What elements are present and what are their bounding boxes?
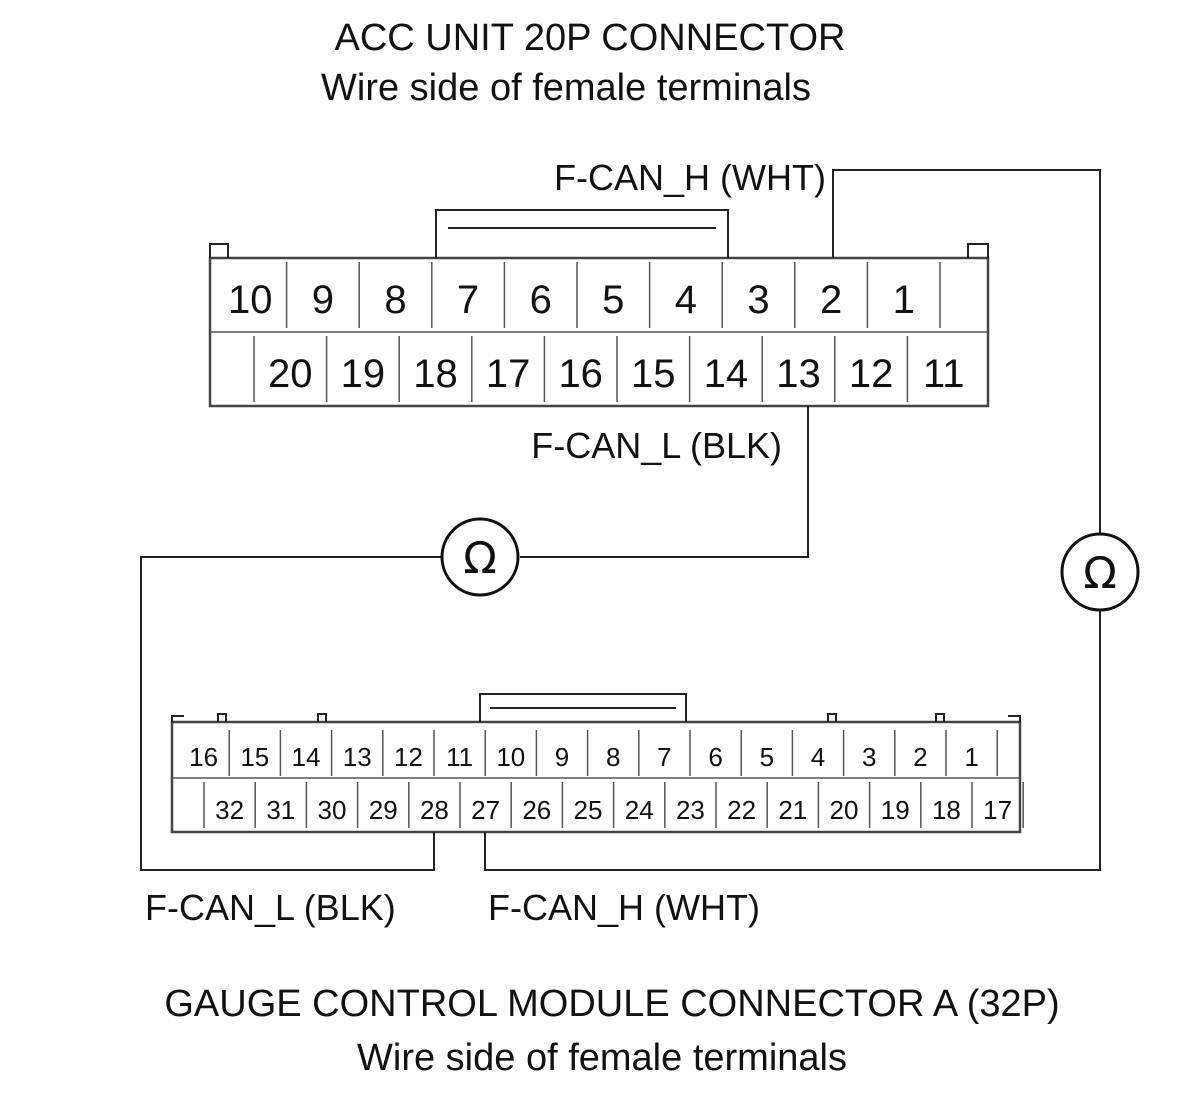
top-connector-title: ACC UNIT 20P CONNECTOR <box>335 17 846 59</box>
acc-pin-19: 19 <box>341 352 386 396</box>
acc-pin-1: 1 <box>893 278 915 322</box>
gauge-pin-4: 4 <box>811 742 825 772</box>
gauge-pin-7: 7 <box>657 742 671 772</box>
wire-fcan-l-bottom <box>140 556 442 871</box>
gauge-pin-29: 29 <box>369 795 398 825</box>
gauge-connector-latch <box>479 693 687 722</box>
gauge-cells <box>203 730 1024 828</box>
ohmmeter-left-circle <box>440 517 520 597</box>
wire-fcan-h-top <box>832 169 1101 535</box>
acc-pin-3: 3 <box>747 278 769 322</box>
acc-pin-13: 13 <box>776 352 821 396</box>
acc-pin-2: 2 <box>820 278 842 322</box>
acc-pin-17: 17 <box>486 352 531 396</box>
gauge-pin-15: 15 <box>240 742 269 772</box>
gauge-key <box>935 713 945 722</box>
gauge-pin-13: 13 <box>343 742 372 772</box>
acc-pin-7: 7 <box>457 278 479 322</box>
gauge-pin-3: 3 <box>862 742 876 772</box>
gauge-pin-18: 18 <box>932 795 961 825</box>
acc-pin-18: 18 <box>413 352 458 396</box>
gauge-pin-24: 24 <box>625 795 654 825</box>
gauge-pin-28: 28 <box>420 795 449 825</box>
acc-pin-9: 9 <box>312 278 334 322</box>
gauge-pin-30: 30 <box>318 795 347 825</box>
ohmmeter-right: Ω <box>1060 532 1140 612</box>
ohmmeter-left: Ω <box>440 517 520 597</box>
acc-left-key <box>209 243 229 258</box>
gauge-key <box>1008 715 1021 722</box>
gauge-pin-6: 6 <box>708 742 722 772</box>
gauge-pin-11: 11 <box>446 742 473 772</box>
acc-pin-6: 6 <box>530 278 552 322</box>
acc-pin-10: 10 <box>228 278 273 322</box>
acc-pin-14: 14 <box>704 352 749 396</box>
gauge-pin-17: 17 <box>983 795 1012 825</box>
acc-pin-20: 20 <box>268 352 313 396</box>
gauge-pin-26: 26 <box>522 795 551 825</box>
gauge-pin-27: 27 <box>471 795 500 825</box>
gauge-key <box>217 713 227 722</box>
top-connector-subtitle: Wire side of female terminals <box>321 67 811 109</box>
gauge-pin-16: 16 <box>189 742 218 772</box>
gauge-key <box>317 713 327 722</box>
bottom-connector-subtitle: Wire side of female terminals <box>357 1037 847 1079</box>
gauge-fcan-l-label: F-CAN_L (BLK) <box>145 887 396 928</box>
gauge-pin-32: 32 <box>215 795 244 825</box>
acc-pin-11: 11 <box>923 352 965 396</box>
acc-pin-15: 15 <box>631 352 676 396</box>
gauge-pin-25: 25 <box>574 795 603 825</box>
gauge-connector-body <box>170 720 1022 834</box>
wire-fcan-l-top <box>520 406 809 558</box>
gauge-pin-22: 22 <box>727 795 756 825</box>
gauge-pin-19: 19 <box>881 795 910 825</box>
ohm-icon: Ω <box>1083 548 1117 599</box>
acc-pin-4: 4 <box>675 278 697 322</box>
acc-pin-12: 12 <box>849 352 894 396</box>
gauge-pin-20: 20 <box>830 795 859 825</box>
acc-right-key <box>967 243 989 258</box>
gauge-pin-9: 9 <box>555 742 569 772</box>
ohmmeter-right-circle <box>1060 532 1140 612</box>
gauge-pin-31: 31 <box>266 795 295 825</box>
gauge-pin-8: 8 <box>606 742 620 772</box>
acc-pin-8: 8 <box>384 278 406 322</box>
gauge-key <box>827 713 837 722</box>
bottom-connector-title: GAUGE CONTROL MODULE CONNECTOR A (32P) <box>164 983 1059 1025</box>
gauge-pin-5: 5 <box>760 742 774 772</box>
acc-pin-16: 16 <box>558 352 603 396</box>
gauge-pin-10: 10 <box>496 742 525 772</box>
acc-fcan-l-label: F-CAN_L (BLK) <box>531 425 782 466</box>
gauge-pin-1: 1 <box>964 742 978 772</box>
gauge-fcan-h-label: F-CAN_H (WHT) <box>488 887 760 928</box>
acc-connector-latch <box>435 209 729 258</box>
gauge-keys <box>171 713 1021 722</box>
wire-fcan-h-bottom <box>484 610 1101 871</box>
acc-fcan-h-label: F-CAN_H (WHT) <box>554 157 826 198</box>
gauge-pin-12: 12 <box>394 742 423 772</box>
acc-cells <box>253 262 941 402</box>
gauge-pin-2: 2 <box>913 742 927 772</box>
gauge-pin-21: 21 <box>778 795 807 825</box>
acc-pin-5: 5 <box>602 278 624 322</box>
gauge-pin-23: 23 <box>676 795 705 825</box>
gauge-key <box>171 715 184 722</box>
ohm-icon: Ω <box>463 533 497 584</box>
gauge-pin-14: 14 <box>292 742 321 772</box>
